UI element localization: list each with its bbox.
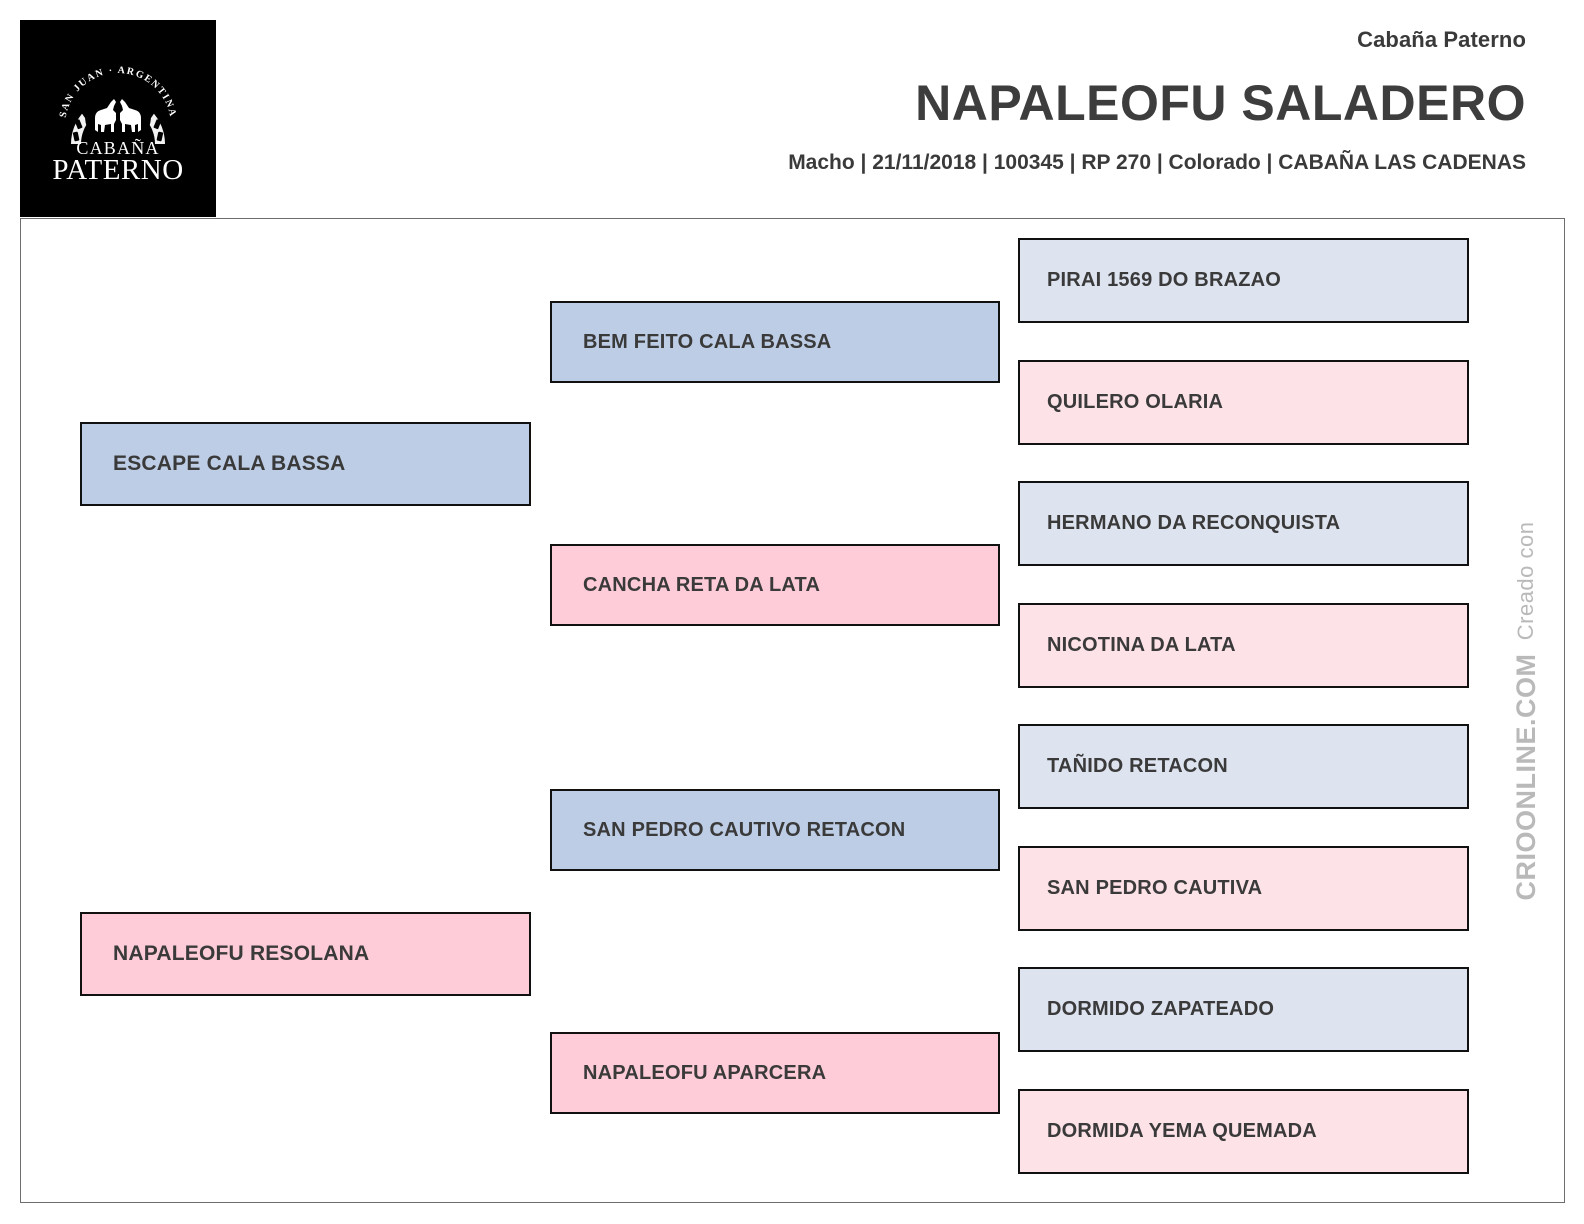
pedigree-node-sire-dam[interactable]: CANCHA RETA DA LATA [550,544,1000,626]
pedigree-node-dam-dam[interactable]: NAPALEOFU APARCERA [550,1032,1000,1114]
watermark-prefix: Creado con [1513,521,1538,640]
pedigree-node-sire-sire[interactable]: BEM FEITO CALA BASSA [550,301,1000,383]
page-header: SAN JUAN · ARGENTINA [0,0,1584,218]
pedigree-node-label: PIRAI 1569 DO BRAZAO [1047,269,1282,291]
pedigree-node-label: NAPALEOFU RESOLANA [113,942,370,965]
pedigree-card: CRIOONLINE.COM Creado con ESCAPE CALA BA… [20,218,1565,1203]
pedigree-node-dam[interactable]: NAPALEOFU RESOLANA [80,912,531,996]
pedigree-node-label: SAN PEDRO CAUTIVO RETACON [583,818,906,841]
pedigree-node-label: CANCHA RETA DA LATA [583,573,821,596]
pedigree-node-ss-dam[interactable]: QUILERO OLARIA [1018,360,1469,445]
logo-paterno-text: PATERNO [52,154,183,186]
pedigree-node-dd-dam[interactable]: DORMIDA YEMA QUEMADA [1018,1089,1469,1174]
pedigree-node-sd-sire[interactable]: HERMANO DA RECONQUISTA [1018,481,1469,566]
watermark: CRIOONLINE.COM Creado con [1511,521,1541,900]
pedigree-node-dam-sire[interactable]: SAN PEDRO CAUTIVO RETACON [550,789,1000,871]
breeder-name: Cabaña Paterno [1357,27,1526,52]
pedigree-node-label: BEM FEITO CALA BASSA [583,330,832,353]
pedigree-node-ds-dam[interactable]: SAN PEDRO CAUTIVA [1018,846,1469,931]
watermark-brand: CRIOONLINE.COM [1511,652,1541,900]
pedigree-node-dd-sire[interactable]: DORMIDO ZAPATEADO [1018,967,1469,1052]
pedigree-node-label: QUILERO OLARIA [1047,391,1224,413]
header-text-block: Cabaña Paterno NAPALEOFU SALADERO Macho … [788,27,1526,175]
pedigree-node-label: SAN PEDRO CAUTIVA [1047,877,1263,899]
pedigree-node-label: HERMANO DA RECONQUISTA [1047,512,1341,534]
pedigree-node-label: NICOTINA DA LATA [1047,634,1236,656]
pedigree-node-sd-dam[interactable]: NICOTINA DA LATA [1018,603,1469,688]
pedigree-node-ss-sire[interactable]: PIRAI 1569 DO BRAZAO [1018,238,1469,323]
page-title: NAPALEOFU SALADERO [915,75,1526,132]
logo-cabana-text: CABAÑA [76,137,159,158]
pedigree-node-label: DORMIDO ZAPATEADO [1047,998,1275,1020]
pedigree-node-label: DORMIDA YEMA QUEMADA [1047,1120,1317,1142]
pedigree-node-label: ESCAPE CALA BASSA [113,452,346,475]
pedigree-node-ds-sire[interactable]: TAÑIDO RETACON [1018,724,1469,809]
cabana-paterno-logo: SAN JUAN · ARGENTINA [20,20,216,217]
logo-emblem-icon: SAN JUAN · ARGENTINA [52,64,183,186]
animal-details: Macho | 21/11/2018 | 100345 | RP 270 | C… [788,151,1526,175]
pedigree-node-sire[interactable]: ESCAPE CALA BASSA [80,422,531,506]
pedigree-node-label: TAÑIDO RETACON [1047,755,1228,777]
pedigree-node-label: NAPALEOFU APARCERA [583,1061,827,1084]
